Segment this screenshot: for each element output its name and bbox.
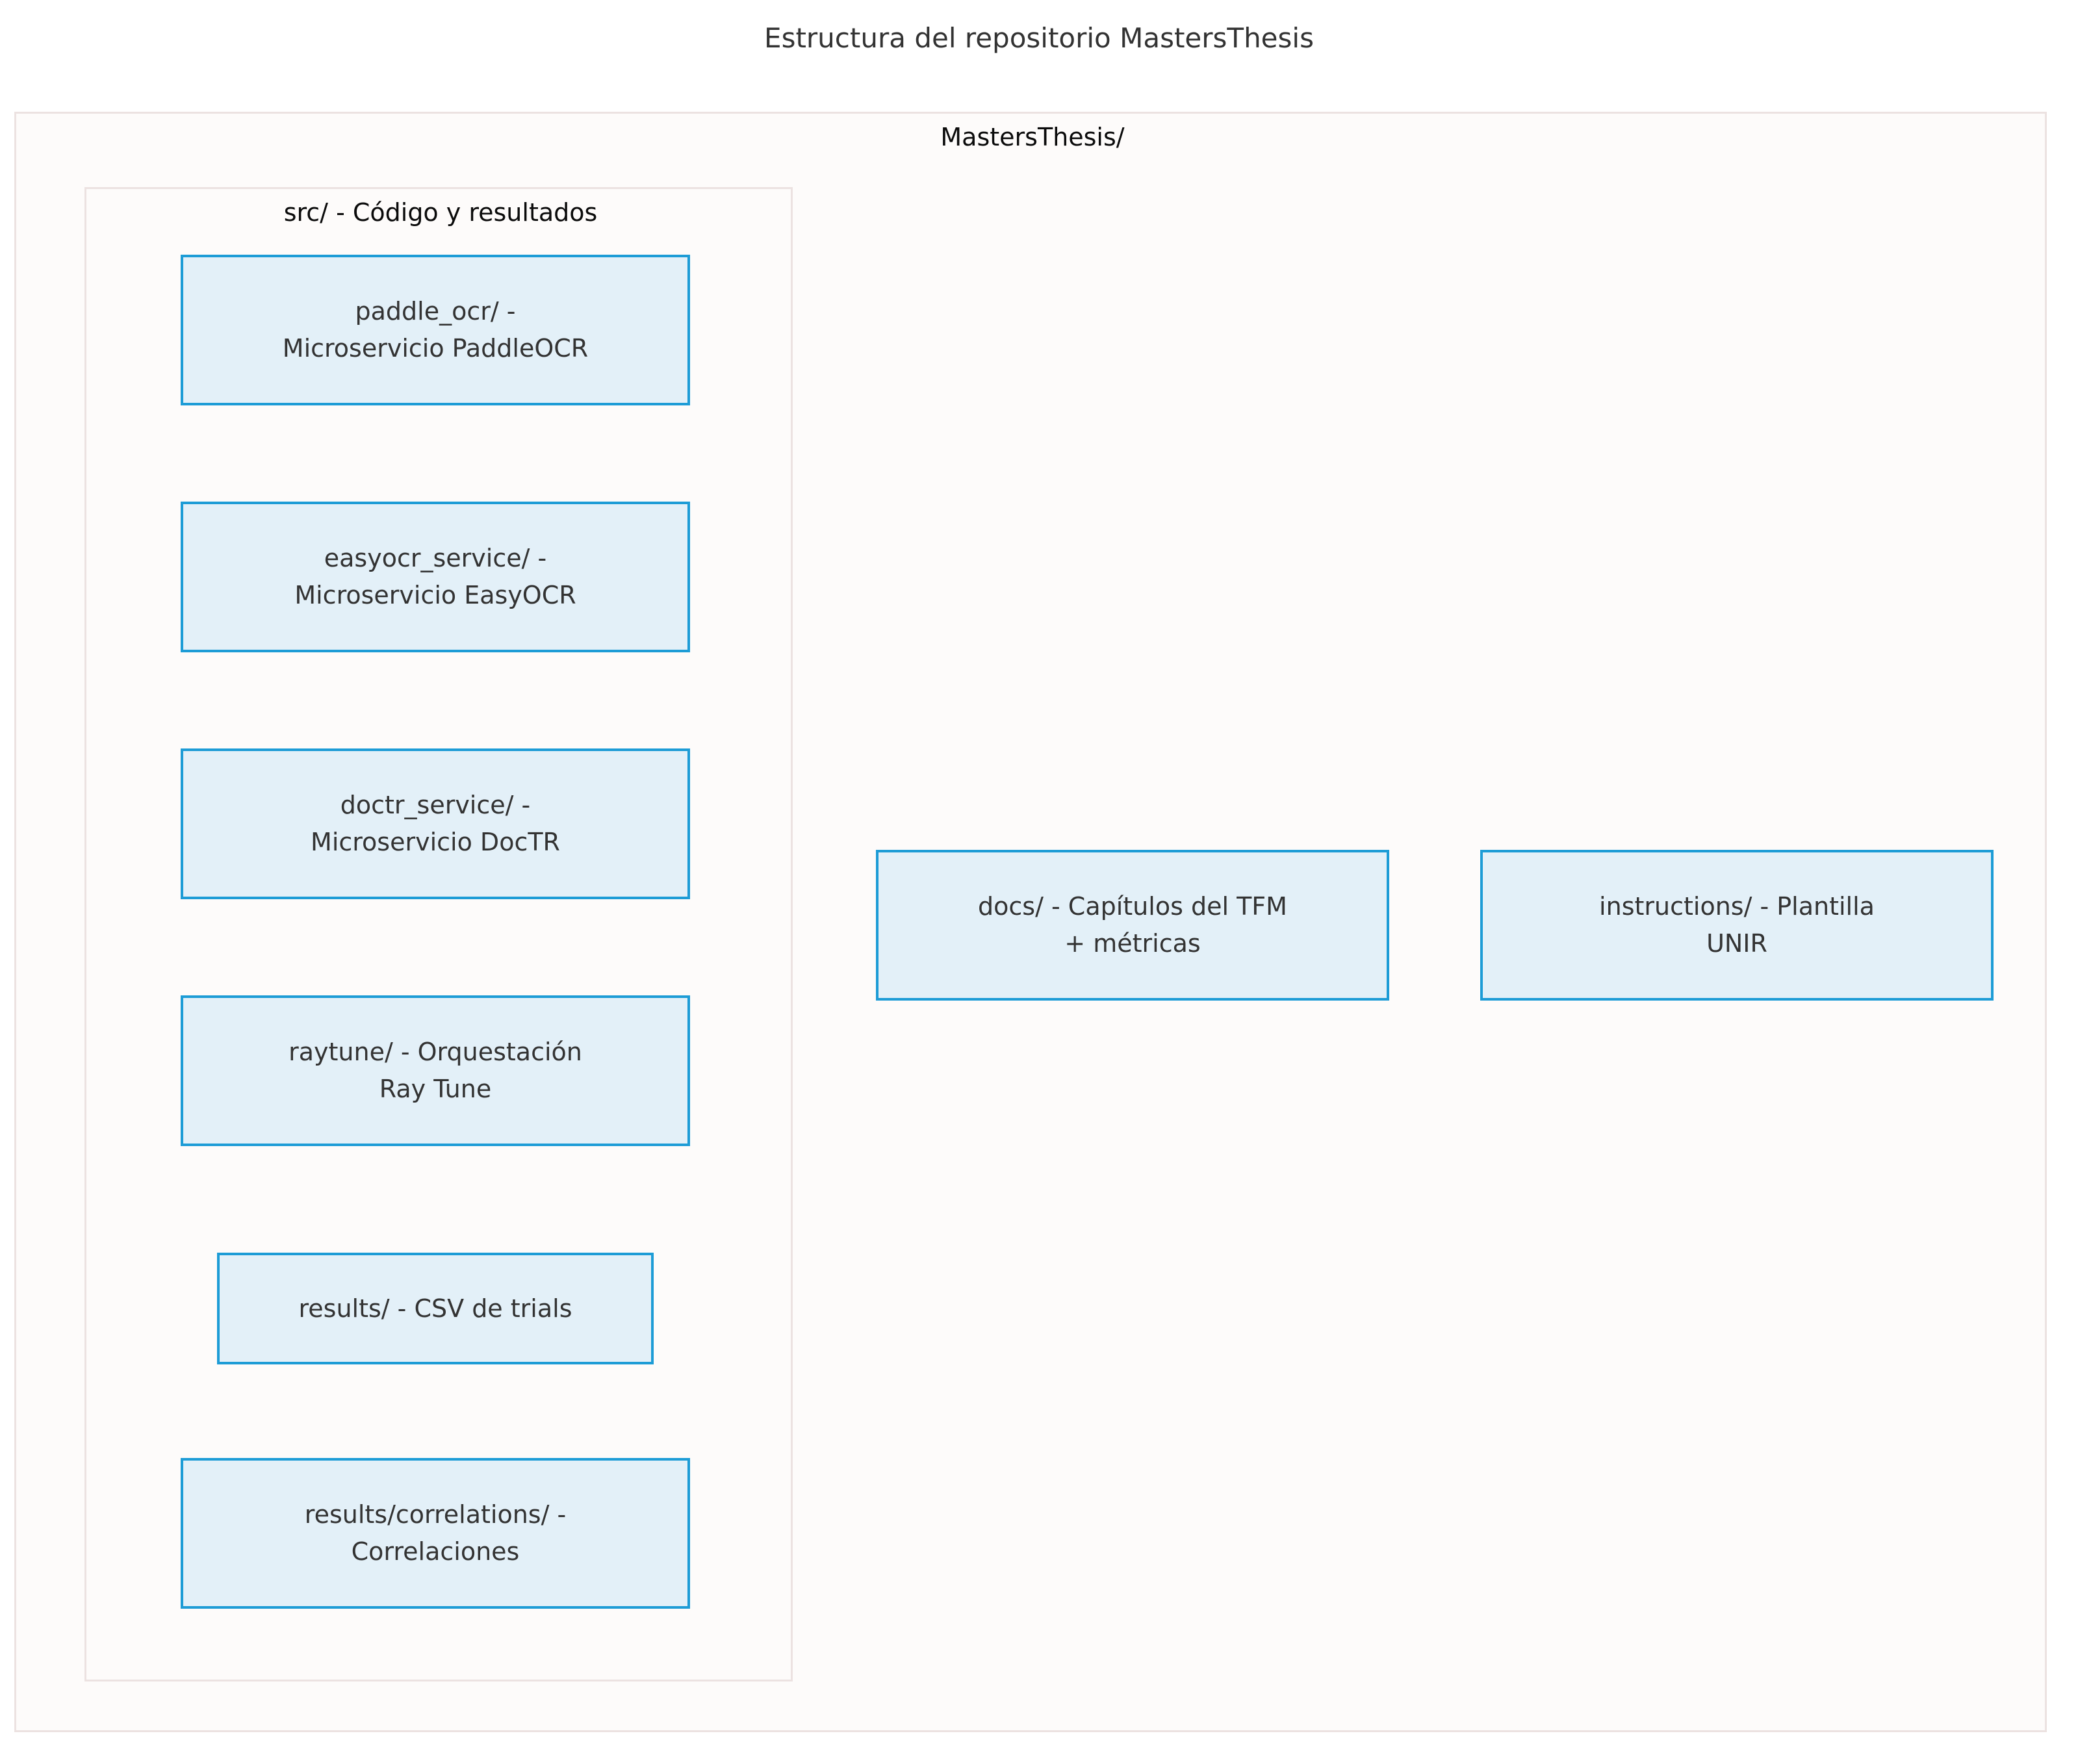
node-instructions-label: instructions/ - Plantilla UNIR xyxy=(1599,892,1875,958)
node-docs-label: docs/ - Capítulos del TFM + métricas xyxy=(978,892,1287,958)
node-instructions[interactable]: instructions/ - Plantilla UNIR xyxy=(1480,850,1994,1001)
node-paddle-ocr[interactable]: paddle_ocr/ - Microservicio PaddleOCR xyxy=(181,255,690,405)
node-paddle-ocr-label: paddle_ocr/ - Microservicio PaddleOCR xyxy=(282,297,589,363)
node-raytune[interactable]: raytune/ - Orquestación Ray Tune xyxy=(181,995,690,1146)
node-results[interactable]: results/ - CSV de trials xyxy=(217,1253,654,1364)
node-doctr-service[interactable]: doctr_service/ - Microservicio DocTR xyxy=(181,748,690,899)
node-easyocr-service[interactable]: easyocr_service/ - Microservicio EasyOCR xyxy=(181,502,690,652)
node-raytune-label: raytune/ - Orquestación Ray Tune xyxy=(289,1038,582,1103)
cluster-src: src/ - Código y resultados xyxy=(84,187,793,1681)
node-easyocr-service-label: easyocr_service/ - Microservicio EasyOCR xyxy=(294,544,576,609)
node-results-correlations[interactable]: results/correlations/ - Correlaciones xyxy=(181,1458,690,1609)
node-results-correlations-label: results/correlations/ - Correlaciones xyxy=(304,1500,567,1566)
node-docs[interactable]: docs/ - Capítulos del TFM + métricas xyxy=(876,850,1389,1001)
node-doctr-service-label: doctr_service/ - Microservicio DocTR xyxy=(311,791,560,856)
node-results-label: results/ - CSV de trials xyxy=(298,1294,572,1323)
page-title: Estructura del repositorio MastersThesis xyxy=(764,22,1314,54)
cluster-mastersthesis-label: MastersThesis/ xyxy=(940,123,1125,151)
cluster-src-label: src/ - Código y resultados xyxy=(283,198,598,227)
